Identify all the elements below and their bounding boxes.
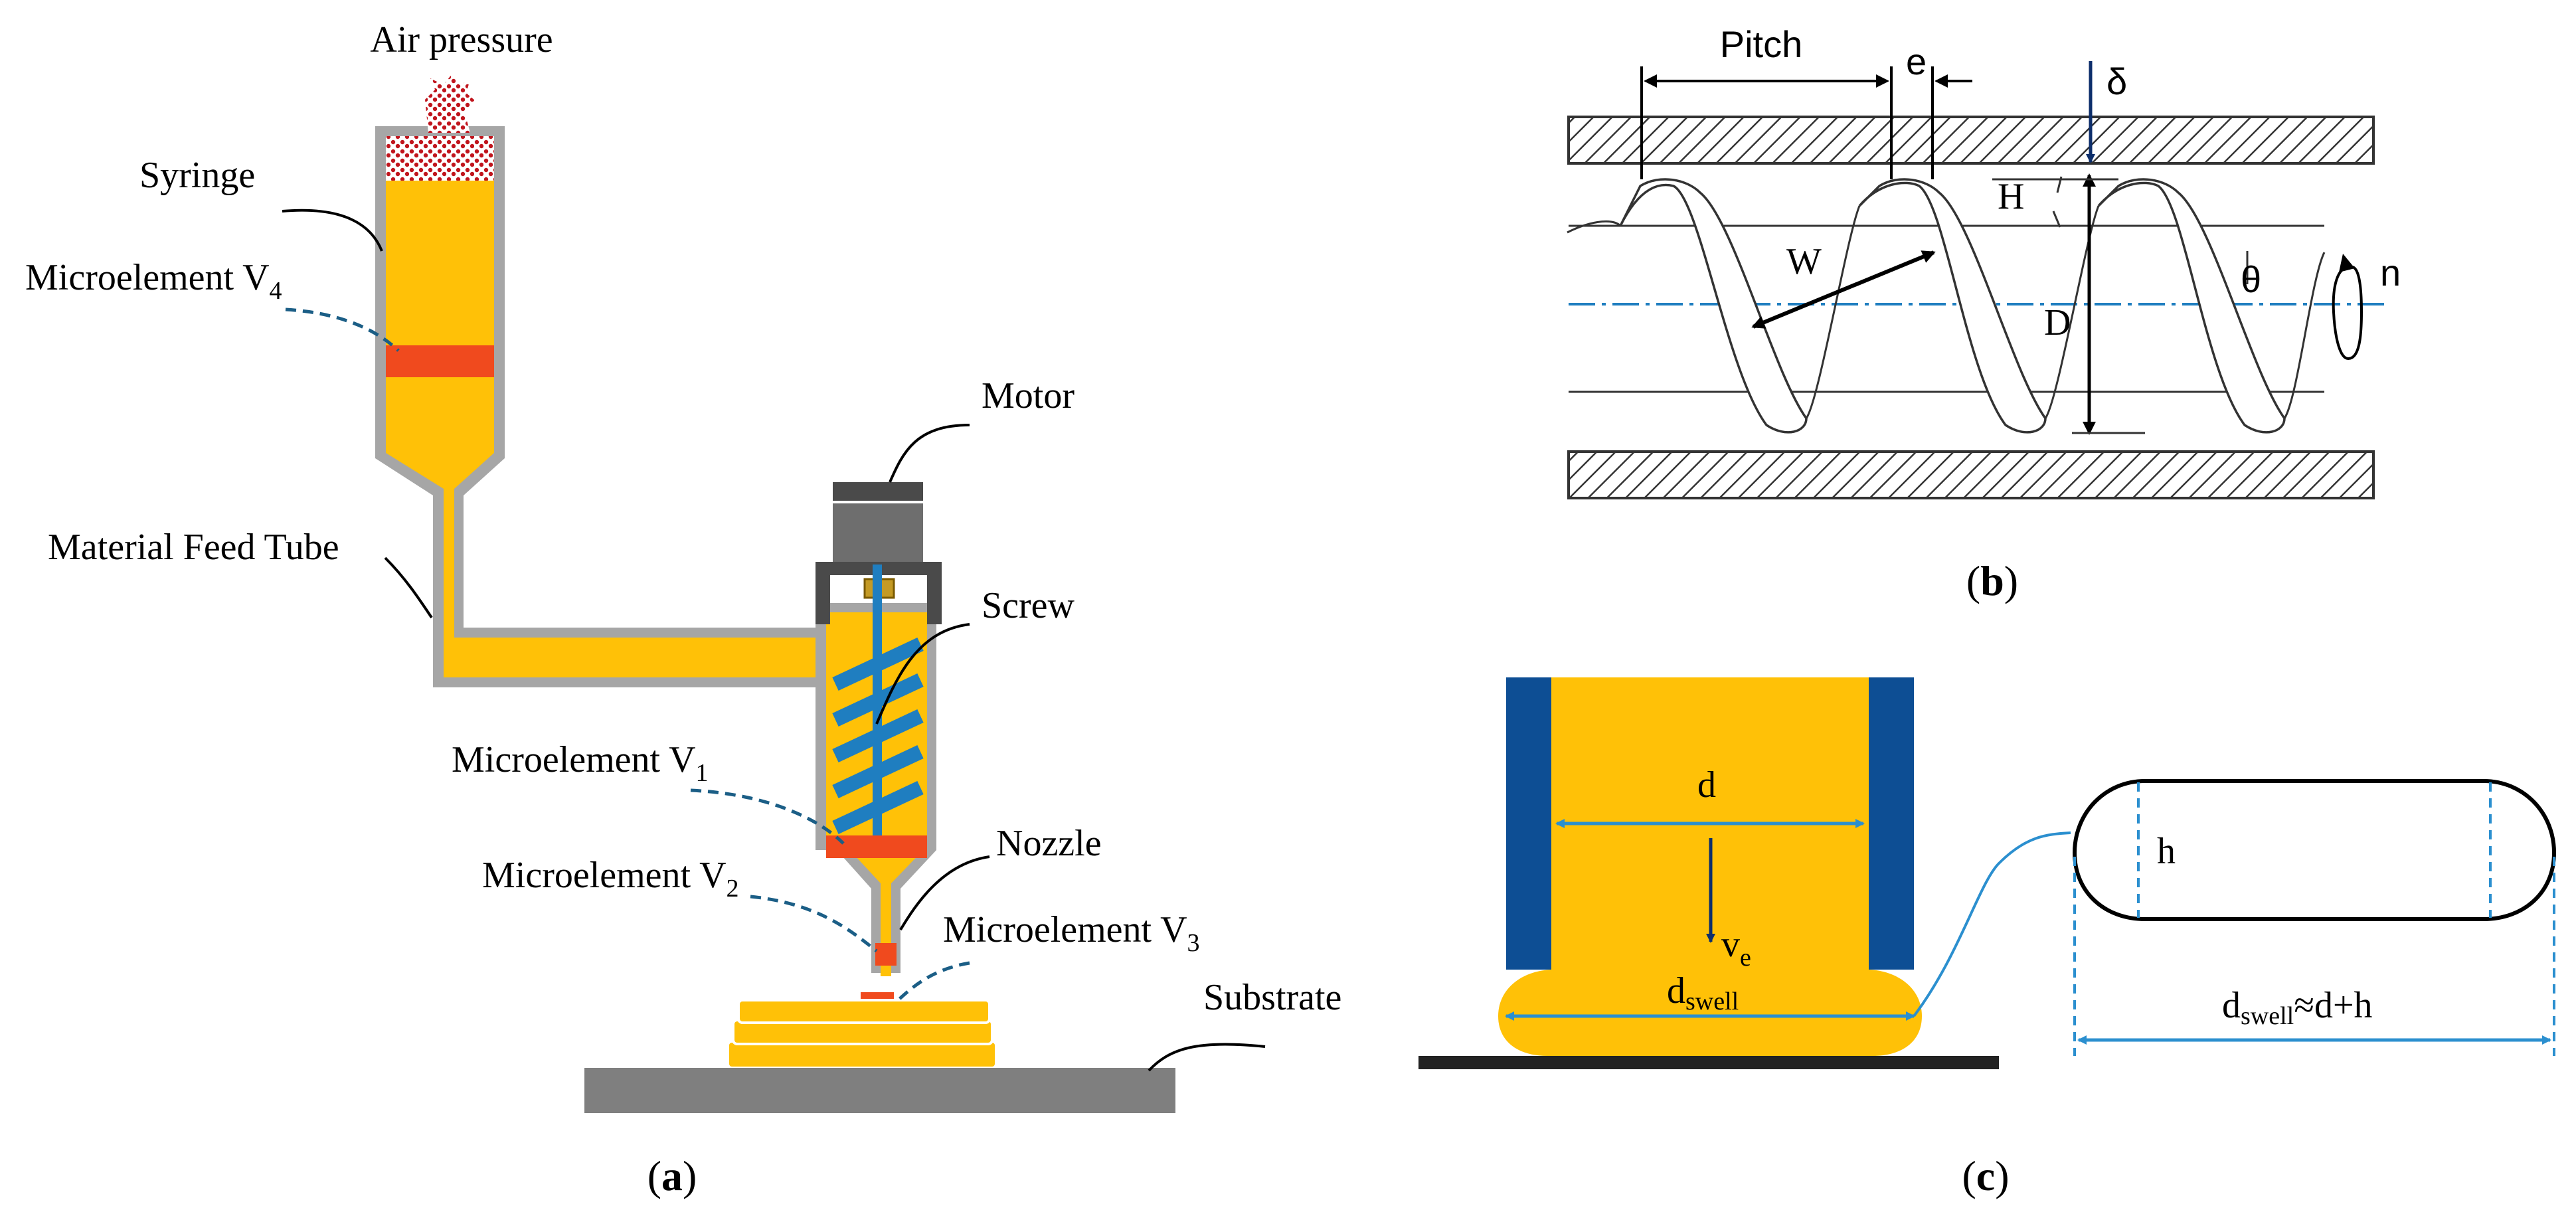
nozzle-wall-right — [1869, 677, 1914, 970]
caption-a-letter: a — [661, 1152, 683, 1199]
caption-a-open: ( — [647, 1152, 661, 1199]
microelement-v4-band — [386, 345, 494, 377]
leader-feed-tube — [384, 557, 433, 619]
panel-a: Air pressure Syringe Microelement V4 Mat… — [25, 19, 1341, 1199]
screw-flights — [832, 638, 924, 834]
label-screw: Screw — [982, 585, 1075, 626]
W-dimension — [1751, 250, 1936, 329]
substrate-block — [584, 1068, 1175, 1113]
leader-screw — [875, 623, 970, 725]
cross-section-guides — [2073, 782, 2555, 1056]
caption-b-close: ) — [2004, 557, 2018, 604]
caption-a-close: ) — [683, 1152, 697, 1199]
label-v2-sub: 2 — [727, 875, 739, 903]
leader-syringe — [282, 209, 383, 252]
label-v4-text: Microelement V — [25, 257, 270, 298]
leader-v1 — [690, 788, 845, 845]
flight-1 — [1619, 178, 1808, 434]
leader-v3 — [894, 961, 970, 1004]
label-e: e — [1906, 41, 1927, 82]
label-substrate: Substrate — [1203, 977, 1341, 1018]
label-v1-text: Microelement V — [452, 739, 696, 780]
label-microelement-v4: Microelement V4 — [25, 257, 282, 305]
label-dswell-sub: swell — [1685, 988, 1739, 1015]
microelement-v1-band — [826, 835, 927, 858]
caption-b: (b) — [1966, 557, 2018, 604]
label-H: H — [1998, 176, 2024, 217]
formula-sub: swell — [2241, 1002, 2294, 1030]
panel-a-leaders — [282, 209, 1266, 1072]
label-motor: Motor — [982, 375, 1074, 416]
caption-c: (c) — [1962, 1152, 2009, 1199]
label-syringe: Syringe — [139, 155, 255, 196]
label-formula: dswell≈d+h — [2222, 985, 2373, 1030]
leader-substrate — [1148, 1043, 1266, 1072]
rotation-arrow-icon — [2332, 265, 2363, 361]
label-v4-sub: 4 — [270, 277, 282, 305]
formula-rest: ≈d+h — [2294, 985, 2372, 1026]
label-dswell-d: d — [1667, 970, 1685, 1011]
barrel-wall-bottom — [1567, 450, 2375, 499]
nozzle-wall-left — [1506, 677, 1551, 970]
printed-layers — [727, 999, 997, 1069]
label-n: n — [2380, 252, 2401, 294]
microelement-v2-band — [875, 943, 897, 966]
label-nozzle: Nozzle — [996, 823, 1102, 864]
caption-c-open: ( — [1962, 1152, 1976, 1199]
leader-motor — [889, 424, 970, 483]
label-microelement-v3: Microelement V3 — [943, 909, 1200, 957]
screw-shaft — [873, 565, 882, 857]
label-material-feed-tube: Material Feed Tube — [48, 527, 339, 568]
panel-a-dashed-leaders — [285, 307, 970, 1004]
label-delta: δ — [2106, 60, 2127, 102]
caption-b-open: ( — [1966, 557, 1980, 604]
label-v-sub: e — [1740, 944, 1751, 972]
bead-cross-section — [2072, 779, 2557, 921]
label-dswell: dswell — [1667, 970, 1739, 1015]
label-v3-sub: 3 — [1187, 929, 1200, 957]
label-air-pressure: Air pressure — [370, 19, 553, 60]
zoom-leader — [1913, 831, 2071, 1017]
caption-b-letter: b — [1980, 557, 2004, 604]
caption-a: (a) — [647, 1152, 697, 1199]
label-v2-text: Microelement V — [482, 855, 727, 896]
pitch-dimension — [1640, 66, 1972, 179]
label-v1-sub: 1 — [696, 759, 709, 787]
screw-flights-helix — [1619, 178, 2286, 434]
flight-3 — [2097, 178, 2286, 434]
label-d: d — [1697, 764, 1716, 806]
label-microelement-v2: Microelement V2 — [482, 855, 739, 903]
air-pressure-fill — [386, 136, 494, 181]
label-D: D — [2044, 302, 2071, 343]
leader-v2 — [750, 895, 878, 952]
label-W: W — [1786, 241, 1822, 282]
leader-nozzle — [899, 855, 990, 931]
barrel-wall-top — [1567, 116, 2375, 165]
label-theta: θ — [2241, 258, 2261, 300]
caption-c-letter: c — [1976, 1152, 1995, 1199]
label-pitch: Pitch — [1720, 23, 1803, 65]
label-h: h — [2157, 831, 2176, 872]
motor-cap — [833, 482, 923, 501]
flight-2 — [1858, 178, 2047, 434]
panel-c: d ve dswell h dswell≈d+h (c) — [1418, 677, 2557, 1199]
air-pressure-puff-icon — [425, 74, 475, 133]
label-v: v — [1721, 924, 1740, 965]
H-tick — [2052, 176, 2063, 228]
syringe-material — [386, 181, 823, 677]
leader-v4 — [285, 307, 400, 352]
label-ve: ve — [1721, 924, 1751, 972]
substrate-line — [1418, 1056, 1999, 1069]
label-v3-text: Microelement V — [943, 909, 1187, 950]
label-microelement-v1: Microelement V1 — [452, 739, 709, 787]
formula-d: d — [2222, 985, 2241, 1026]
caption-c-close: ) — [1995, 1152, 2009, 1199]
panel-b: Pitch e δ H W D θ n (b) — [1567, 23, 2401, 604]
